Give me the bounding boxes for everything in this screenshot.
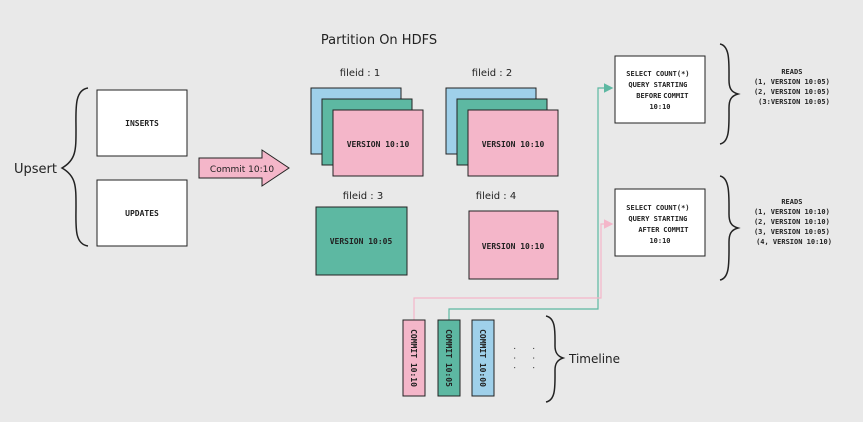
query-before-line-1: SELECT COUNT(*) <box>626 70 689 78</box>
commit-arrow-label: Commit 10:10 <box>210 165 274 175</box>
timeline-ellipsis-2: · · · <box>529 346 538 370</box>
query-after-emphasis: AFTER <box>638 226 660 234</box>
query-after-line-4: 10:10 <box>649 237 670 245</box>
reads-before-brace <box>719 43 741 145</box>
query-after-line-1: SELECT COUNT(*) <box>626 204 689 212</box>
query-before-line-4: 10:10 <box>649 103 670 111</box>
query-before-line-3: COMMIT <box>663 92 688 100</box>
reads-after-item-3: (3, VERSION 10:05) <box>754 228 830 236</box>
timeline-commit-1005-label: COMMIT 10:05 <box>444 329 453 387</box>
reads-before-title: READS <box>781 68 802 76</box>
fileid-3-version-green <box>315 206 408 276</box>
fileid-2-version-label: VERSION 10:10 <box>482 140 545 149</box>
diagram-title: Partition On HDFS <box>321 33 437 48</box>
reads-after-title: READS <box>781 198 802 206</box>
fileid-3-label: fileid : 3 <box>343 191 383 202</box>
reads-before: READS (1, VERSION 10:05) (2, VERSION 10:… <box>754 68 834 106</box>
timeline-commit-1000-label: COMMIT 10:00 <box>478 329 487 387</box>
timeline-commit-1010 <box>402 319 426 397</box>
teal-connector-line <box>448 83 614 320</box>
fileid-1-version-pink <box>332 109 424 177</box>
reads-before-item-1: (1, VERSION 10:05) <box>754 78 830 86</box>
inserts-box <box>96 89 188 157</box>
updates-label: UPDATES <box>125 209 159 218</box>
query-before-line-2: QUERY STARTING <box>628 81 687 89</box>
reads-after-item-1: (1, VERSION 10:10) <box>754 208 830 216</box>
timeline-commit-1000 <box>471 319 495 397</box>
timeline-ellipsis: · · · <box>510 346 519 370</box>
fileid-1-label: fileid : 1 <box>340 68 380 79</box>
timeline-brace <box>545 315 566 403</box>
fileid-2-label: fileid : 2 <box>472 68 512 79</box>
reads-after-item-2: (2, VERSION 10:10) <box>754 218 830 226</box>
reads-after: READS (1, VERSION 10:10) (2, VERSION 10:… <box>754 198 834 246</box>
updates-box <box>96 179 188 247</box>
fileid-4-version-label: VERSION 10:10 <box>482 242 545 251</box>
reads-after-brace <box>719 175 741 281</box>
commit-arrow <box>198 149 290 187</box>
upsert-brace <box>60 87 89 247</box>
fileid-3-version-label: VERSION 10:05 <box>330 237 393 246</box>
query-after-text: SELECT COUNT(*) QUERY STARTING AFTER COM… <box>626 204 693 245</box>
fileid-4-version-pink <box>468 210 559 280</box>
timeline-commit-1005 <box>437 319 461 397</box>
fileid-4-label: fileid : 4 <box>476 191 516 202</box>
query-after-line-3: COMMIT <box>663 226 688 234</box>
query-before-text: SELECT COUNT(*) QUERY STARTING BEFORE CO… <box>626 70 693 111</box>
fileid-1-version-label: VERSION 10:10 <box>347 140 410 149</box>
query-after-line-2: QUERY STARTING <box>628 215 687 223</box>
timeline-commit-1010-label: COMMIT 10:10 <box>409 329 418 387</box>
upsert-label: Upsert <box>14 162 57 177</box>
timeline-label: Timeline <box>568 352 620 366</box>
query-before-emphasis: BEFORE <box>636 92 661 100</box>
reads-before-item-3: (3:VERSION 10:05) <box>758 98 830 106</box>
fileid-2-version-pink <box>467 109 559 177</box>
query-before-box <box>614 55 706 124</box>
query-after-box <box>614 188 706 257</box>
reads-after-item-4: (4, VERSION 10:10) <box>756 238 832 246</box>
pink-connector-line <box>413 219 614 320</box>
reads-before-item-2: (2, VERSION 10:05) <box>754 88 830 96</box>
inserts-label: INSERTS <box>125 119 159 128</box>
